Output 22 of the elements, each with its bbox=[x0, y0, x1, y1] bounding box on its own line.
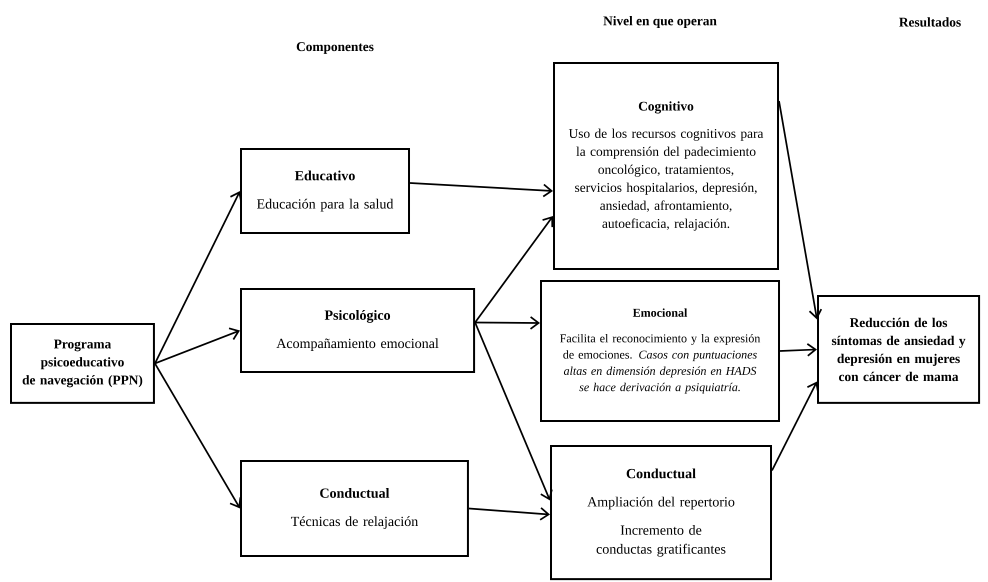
arrow bbox=[468, 507, 550, 521]
process-box: Programa psicoeducativo de navegación (PPN) bbox=[10, 323, 155, 404]
arrow bbox=[474, 216, 554, 323]
process-box: Educativo Educación para la salud bbox=[240, 148, 410, 234]
process-box: Emocional Facilita el reconocimiento y la expresión de emociones. Casos con puntuaciones altas en dimensión depresión en HADS se hace derivación a psiquiatría. bbox=[540, 280, 780, 422]
arrow bbox=[410, 182, 553, 198]
arrow bbox=[474, 322, 553, 501]
process-box: Reducción de los síntomas de ansiedad y depresión en mujeres con cáncer de mama bbox=[817, 295, 980, 404]
arrow bbox=[780, 343, 818, 357]
arrow bbox=[475, 316, 540, 330]
arrow bbox=[154, 191, 242, 364]
process-box: Psicológico Acompañamiento emocional bbox=[240, 288, 476, 373]
process-box: Conductual Técnicas de relajación bbox=[240, 460, 469, 557]
column-heading: Nivel en que operan bbox=[603, 16, 717, 28]
column-heading: Resultados bbox=[899, 17, 961, 27]
column-heading: Componentes bbox=[296, 42, 374, 54]
process-box: Conductual Ampliación del repertorio Incremento de conductas gratificantes bbox=[550, 445, 772, 580]
arrow bbox=[154, 363, 242, 508]
arrow bbox=[154, 327, 240, 364]
arrow bbox=[778, 100, 822, 320]
process-box: Cognitivo Uso de los recursos cognitivos para la comprensión del padecimiento oncológico, tratamientos, servicios hospitalarios, depresión, ansiedad, afrontamiento, autoeficacia, relajación. bbox=[553, 62, 779, 270]
arrow bbox=[771, 381, 819, 471]
